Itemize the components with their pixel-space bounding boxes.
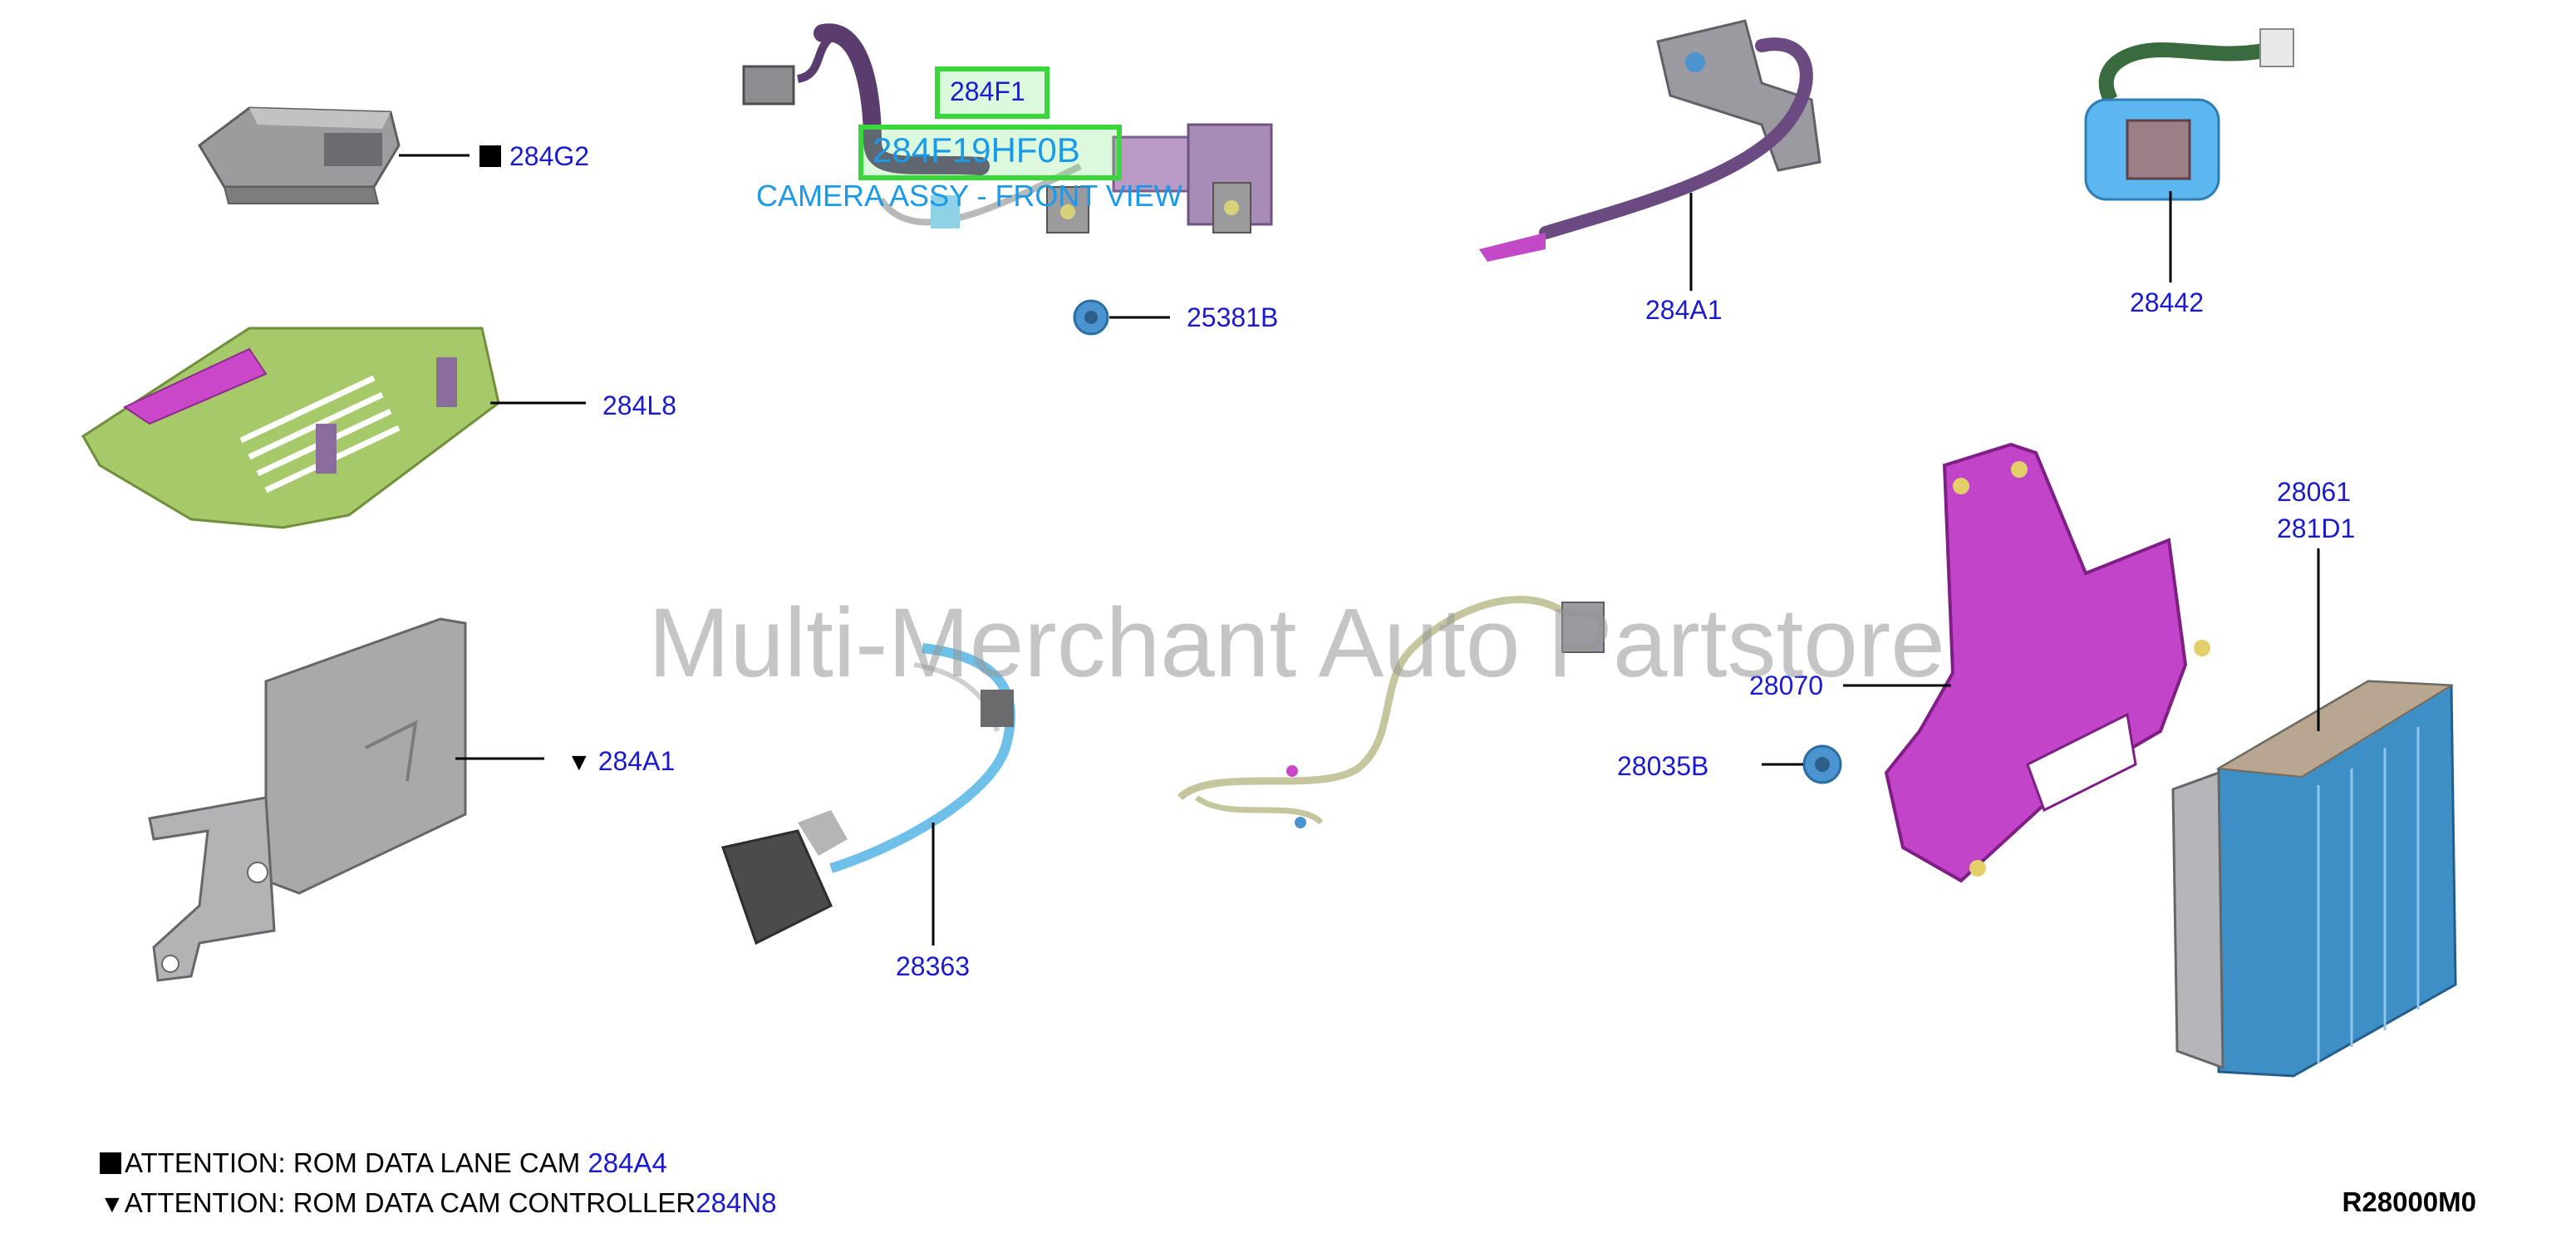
note-rom-cam-controller: ▼ATTENTION: ROM DATA CAM CONTROLLER284N8 bbox=[100, 1189, 777, 1217]
part-28442-camera[interactable] bbox=[2084, 28, 2294, 201]
part-28363-harness[interactable] bbox=[721, 643, 1015, 946]
highlight-box-284F19HF0B bbox=[858, 125, 1122, 180]
callout-284F1[interactable]: 284F1 bbox=[950, 76, 1025, 106]
triangle-marker-icon: ▼ bbox=[100, 1191, 125, 1218]
callout-284F19HF0B[interactable]: 284F19HF0B bbox=[873, 130, 1080, 169]
callout-284A1-controller-text: 284A1 bbox=[597, 746, 676, 776]
callout-28035B[interactable]: 28035B bbox=[1617, 751, 1709, 781]
note-rom-lane-cam-code[interactable]: 284A4 bbox=[587, 1147, 667, 1178]
part-284F1-camera-assy[interactable] bbox=[742, 23, 1273, 233]
part-284L8-cover[interactable] bbox=[81, 327, 500, 529]
callout-25381B[interactable]: 25381B bbox=[1187, 302, 1279, 332]
part-284A1-camera-controller[interactable] bbox=[148, 617, 467, 982]
callout-284L8[interactable]: 284L8 bbox=[602, 391, 676, 420]
callout-28061[interactable]: 28061 bbox=[2277, 477, 2351, 507]
diagram-code: R28000M0 bbox=[2342, 1186, 2476, 1217]
square-marker-icon bbox=[100, 1152, 121, 1174]
callout-28363[interactable]: 28363 bbox=[896, 951, 970, 981]
part-28035B-nut[interactable] bbox=[1802, 744, 1842, 784]
callout-28070[interactable]: 28070 bbox=[1749, 671, 1823, 700]
callout-284A1-top[interactable]: 284A1 bbox=[1645, 295, 1723, 325]
note-rom-lane-cam-text: ATTENTION: ROM DATA LANE CAM bbox=[125, 1147, 588, 1178]
camera-assy-caption: CAMERA ASSY - FRONT VIEW bbox=[756, 179, 1182, 213]
part-28061-amplifier[interactable] bbox=[2171, 680, 2457, 1078]
note-rom-cam-controller-code[interactable]: 284N8 bbox=[696, 1187, 777, 1218]
square-marker-icon bbox=[479, 145, 501, 167]
note-rom-cam-controller-text: ATTENTION: ROM DATA CAM CONTROLLER bbox=[124, 1187, 696, 1218]
note-rom-lane-cam: ATTENTION: ROM DATA LANE CAM 284A4 bbox=[100, 1149, 667, 1177]
part-main-wire-harness bbox=[1177, 596, 1605, 828]
callout-284G2[interactable]: 284G2 bbox=[479, 143, 589, 169]
callout-28442[interactable]: 28442 bbox=[2130, 287, 2204, 317]
triangle-marker-icon: ▼ bbox=[567, 749, 592, 776]
part-284A1-harness-bracket[interactable] bbox=[1479, 19, 1821, 262]
callout-284G2-text: 284G2 bbox=[509, 141, 590, 171]
part-284G2-lane-camera-module[interactable] bbox=[198, 106, 401, 204]
part-25381B-nut[interactable] bbox=[1073, 299, 1109, 336]
callout-281D1[interactable]: 281D1 bbox=[2277, 513, 2356, 543]
part-28070-bracket[interactable] bbox=[1884, 442, 2210, 883]
highlight-box-284F1 bbox=[935, 66, 1050, 119]
callout-284A1-controller[interactable]: ▼284A1 bbox=[567, 748, 675, 775]
